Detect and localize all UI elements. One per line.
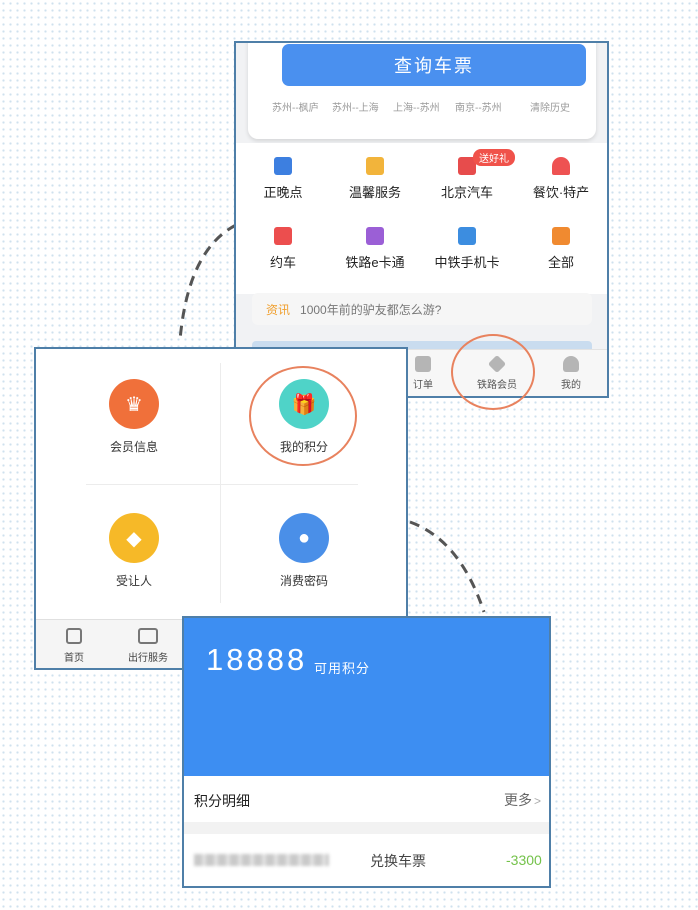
service-label: 铁路e卡通 (345, 255, 405, 270)
tab-orders[interactable]: 订单 (398, 356, 448, 391)
history-item-4[interactable]: 南京--苏州 (455, 103, 502, 114)
points-header: 18888 可用积分 (184, 618, 549, 776)
service-item-ecard[interactable]: 铁路e卡通 (330, 227, 420, 271)
section-gap (184, 822, 549, 834)
order-icon (415, 356, 431, 372)
points-value: 18888 (206, 642, 308, 677)
history-item-1[interactable]: 苏州--枫庐 (272, 103, 319, 114)
news-text: 1000年前的驴友都怎么游? (300, 302, 442, 317)
history-item-2[interactable]: 苏州--上海 (332, 103, 379, 114)
connector-lower (409, 520, 486, 613)
service-item-on-time[interactable]: 正晚点 (238, 157, 328, 201)
tab-label: 我的 (561, 380, 581, 391)
tab-label: 首页 (64, 653, 84, 664)
news-tag: 资讯 (266, 302, 291, 317)
service-icon (366, 157, 384, 175)
record-title: 兑换车票 (370, 853, 426, 869)
highlight-ring-member (451, 334, 535, 410)
query-tickets-button[interactable]: 查询车票 (282, 44, 586, 86)
travel-service-icon (138, 628, 158, 644)
service-item-sim-card[interactable]: 中铁手机卡 (422, 227, 512, 271)
news-bar[interactable]: 资讯 1000年前的驴友都怎么游? (252, 293, 592, 325)
payment-password-item[interactable]: ● 消费密码 (234, 513, 374, 589)
diamond-icon: ◆ (109, 513, 159, 563)
chevron-right-icon: > (534, 794, 542, 808)
service-grid: 正晚点 温馨服务 北京汽车 餐饮·特产 约车 铁路e卡通 中铁手机卡 全部 (236, 143, 607, 294)
service-item-taxi[interactable]: 约车 (238, 227, 328, 271)
user-icon (563, 356, 579, 372)
sim-card-icon (458, 227, 476, 245)
coins-icon: ● (279, 513, 329, 563)
service-label: 餐饮·特产 (532, 185, 590, 200)
service-item-all[interactable]: 全部 (516, 227, 606, 271)
points-detail-title: 积分明细 (194, 793, 250, 809)
highlight-ring-points (249, 366, 357, 466)
service-label: 正晚点 (263, 185, 303, 200)
ecard-icon (366, 227, 384, 245)
ticket-query-card: 查询车票 苏州--枫庐 苏州--上海 上海--苏州 南京--苏州 清除历史 (248, 43, 596, 139)
tab-label: 出行服务 (128, 653, 168, 664)
service-label: 中铁手机卡 (434, 255, 500, 270)
points-record-row[interactable]: 兑换车票 -3300 (184, 834, 549, 886)
car-icon (458, 157, 476, 175)
history-item-3[interactable]: 上海--苏州 (393, 103, 440, 114)
member-info-item[interactable]: ♛ 会员信息 (64, 379, 204, 455)
points-panel: 18888 可用积分 积分明细 更多> 兑换车票 -3300 (182, 616, 551, 888)
points-detail-row: 积分明细 更多> (184, 776, 549, 822)
tab-travel-service[interactable]: 出行服务 (118, 628, 178, 664)
service-item-care[interactable]: 温馨服务 (330, 157, 420, 201)
points-label: 可用积分 (314, 661, 371, 676)
service-item-beijing-bus[interactable]: 北京汽车 (422, 157, 512, 201)
member-menu: ♛ 会员信息 🎁 我的积分 ◆ 受让人 ● 消费密码 (36, 349, 406, 619)
payment-password-label: 消费密码 (279, 574, 328, 588)
tab-home[interactable]: 首页 (44, 628, 104, 664)
service-label: 北京汽车 (440, 185, 493, 200)
service-label: 约车 (269, 255, 296, 270)
service-label: 温馨服务 (348, 185, 401, 200)
service-item-dining[interactable]: 餐饮·特产 (516, 157, 606, 201)
member-info-label: 会员信息 (109, 440, 158, 454)
transferee-label: 受让人 (115, 574, 152, 588)
dining-icon (552, 157, 570, 175)
service-label: 全部 (547, 255, 574, 270)
crown-icon: ♛ (109, 379, 159, 429)
connector-upper (178, 223, 237, 341)
blurred-date (194, 854, 329, 866)
divider-horizontal (86, 484, 358, 485)
home-train-icon (66, 628, 82, 644)
tab-label: 订单 (413, 380, 433, 391)
more-label: 更多 (504, 792, 532, 808)
grid-icon (552, 227, 570, 245)
clear-history-link[interactable]: 清除历史 (530, 103, 570, 114)
taxi-icon (274, 227, 292, 245)
bus-icon (274, 157, 292, 175)
tab-mine[interactable]: 我的 (546, 356, 596, 391)
gift-badge: 送好礼 (473, 149, 515, 166)
record-amount: -3300 (506, 852, 542, 868)
divider-vertical (220, 363, 221, 603)
home-screen-panel: 查询车票 苏州--枫庐 苏州--上海 上海--苏州 南京--苏州 清除历史 正晚… (234, 41, 609, 398)
transferee-item[interactable]: ◆ 受让人 (64, 513, 204, 589)
more-link[interactable]: 更多> (504, 790, 541, 810)
